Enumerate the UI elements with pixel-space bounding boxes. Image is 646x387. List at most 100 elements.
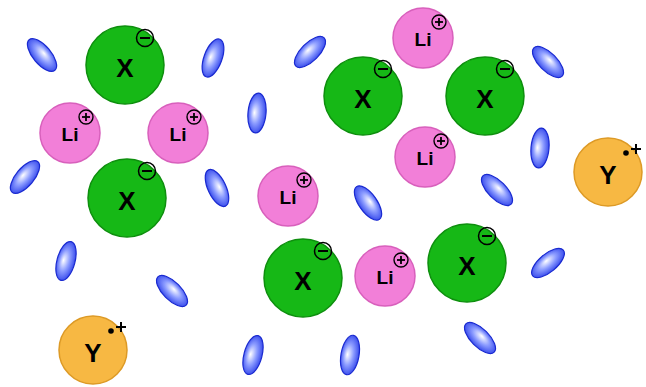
charge-ring <box>315 243 332 260</box>
anion-circle: X <box>323 56 403 136</box>
anion-circle: X <box>85 25 165 105</box>
ion-label: Li <box>280 188 297 207</box>
charge-symbol <box>315 243 332 260</box>
radical-cation-circle: Y <box>573 137 643 207</box>
charge-symbol <box>139 163 156 180</box>
radical-dot <box>108 328 114 334</box>
charge-ring <box>375 61 392 78</box>
charge-ring <box>394 253 408 267</box>
solvent-molecule <box>459 317 500 358</box>
solvent-molecule <box>529 127 550 168</box>
charge-symbol <box>479 228 496 245</box>
ion-label: X <box>458 253 475 279</box>
charge-ring <box>432 15 446 29</box>
lithium-circle: Li <box>394 126 456 188</box>
plus-sign <box>85 113 87 121</box>
solvent-molecule <box>52 239 80 282</box>
charge-symbol <box>432 15 446 29</box>
node-content: Y <box>573 137 643 207</box>
anion-circle: X <box>427 223 507 303</box>
charge-symbol <box>434 134 448 148</box>
ion-circle <box>258 166 318 226</box>
ion-label: X <box>476 86 493 112</box>
ion-label: Li <box>377 268 394 287</box>
lithium-circle: Li <box>147 102 209 164</box>
charge-symbol <box>79 110 93 124</box>
ion-circle <box>148 103 208 163</box>
ion-label: Li <box>170 125 187 144</box>
ion-circle <box>574 138 642 206</box>
lithium-circle: Li <box>257 165 319 227</box>
node-content: X <box>87 158 167 238</box>
ion-label: Y <box>84 340 101 366</box>
node-content: Li <box>392 7 454 69</box>
anion-circle: X <box>87 158 167 238</box>
charge-symbol <box>297 173 311 187</box>
lithium-circle: Li <box>392 7 454 69</box>
ion-label: X <box>116 55 133 81</box>
lithium-circle: Li <box>354 245 416 307</box>
charge-ring <box>139 163 156 180</box>
solvent-molecule <box>198 36 229 80</box>
solvent-molecule <box>527 243 569 283</box>
plus-sign <box>400 256 402 264</box>
charge-ring <box>137 30 154 47</box>
charge-ring <box>497 61 514 78</box>
minus-sign <box>140 37 150 39</box>
charge-symbol <box>394 253 408 267</box>
minus-sign <box>318 250 328 252</box>
ion-circle <box>355 246 415 306</box>
node-content: Li <box>354 245 416 307</box>
ion-circle <box>86 26 164 104</box>
plus-sign <box>440 137 442 145</box>
charge-symbol <box>108 322 126 334</box>
plus-sign <box>635 144 637 154</box>
plus-sign <box>193 113 195 121</box>
charge-symbol <box>187 110 201 124</box>
anion-circle: X <box>445 56 525 136</box>
minus-sign <box>500 68 510 70</box>
node-content: X <box>323 56 403 136</box>
ion-label: Li <box>62 125 79 144</box>
solvent-molecule <box>239 333 267 376</box>
ion-label: Li <box>417 149 434 168</box>
solvent-molecule <box>289 31 330 72</box>
ion-circle <box>324 57 402 135</box>
anion-circle: X <box>263 238 343 318</box>
ion-circle <box>395 127 455 187</box>
minus-sign <box>378 68 388 70</box>
solvent-molecule <box>476 169 517 210</box>
node-content: X <box>445 56 525 136</box>
radical-dot <box>623 150 629 156</box>
ion-label: Li <box>415 30 432 49</box>
solvent-molecule <box>246 92 267 133</box>
plus-sign <box>303 176 305 184</box>
node-content: Li <box>394 126 456 188</box>
solvent-molecule <box>151 270 192 311</box>
charge-ring <box>434 134 448 148</box>
charge-ring <box>479 228 496 245</box>
solvent-molecule <box>200 166 233 210</box>
ion-label: X <box>118 188 135 214</box>
ion-label: X <box>294 268 311 294</box>
ion-label: X <box>354 86 371 112</box>
node-content: Y <box>58 315 128 385</box>
solvent-molecule <box>5 156 45 198</box>
ion-circle <box>428 224 506 302</box>
ion-circle <box>88 159 166 237</box>
solvent-molecule <box>22 34 62 76</box>
charge-symbol <box>375 61 392 78</box>
ion-circle <box>393 8 453 68</box>
charge-symbol <box>623 144 641 156</box>
ion-circle <box>446 57 524 135</box>
node-content: X <box>263 238 343 318</box>
ion-label: Y <box>599 162 616 188</box>
ion-circle <box>40 103 100 163</box>
lithium-circle: Li <box>39 102 101 164</box>
node-content: X <box>85 25 165 105</box>
charge-ring <box>187 110 201 124</box>
plus-sign <box>438 18 440 26</box>
minus-sign <box>482 235 492 237</box>
solvent-molecule <box>527 41 568 82</box>
solvent-molecule <box>338 334 363 377</box>
